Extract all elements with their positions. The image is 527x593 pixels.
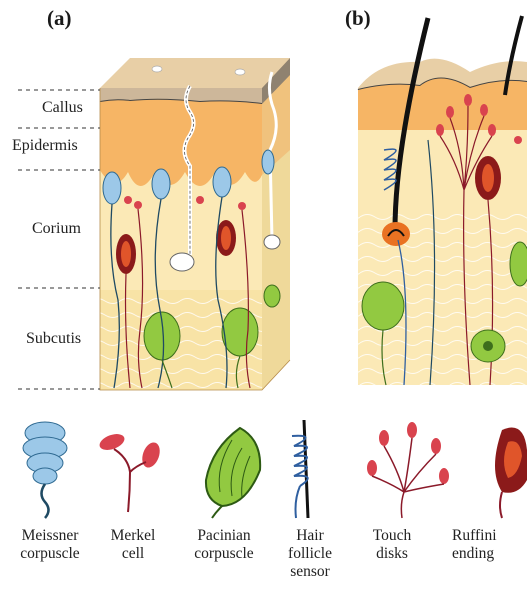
legend-icon-pacinian (206, 428, 260, 518)
legend-icon-touch-disks (367, 422, 449, 518)
legend-icon-merkel (97, 431, 163, 512)
legend-icon-ruffini (495, 428, 527, 519)
panel-a-block (100, 58, 290, 390)
panel-b-block (358, 16, 527, 385)
legend-icon-meissner (23, 422, 67, 518)
layer-guides (18, 90, 100, 389)
legend-icon-hair-follicle (292, 420, 308, 518)
